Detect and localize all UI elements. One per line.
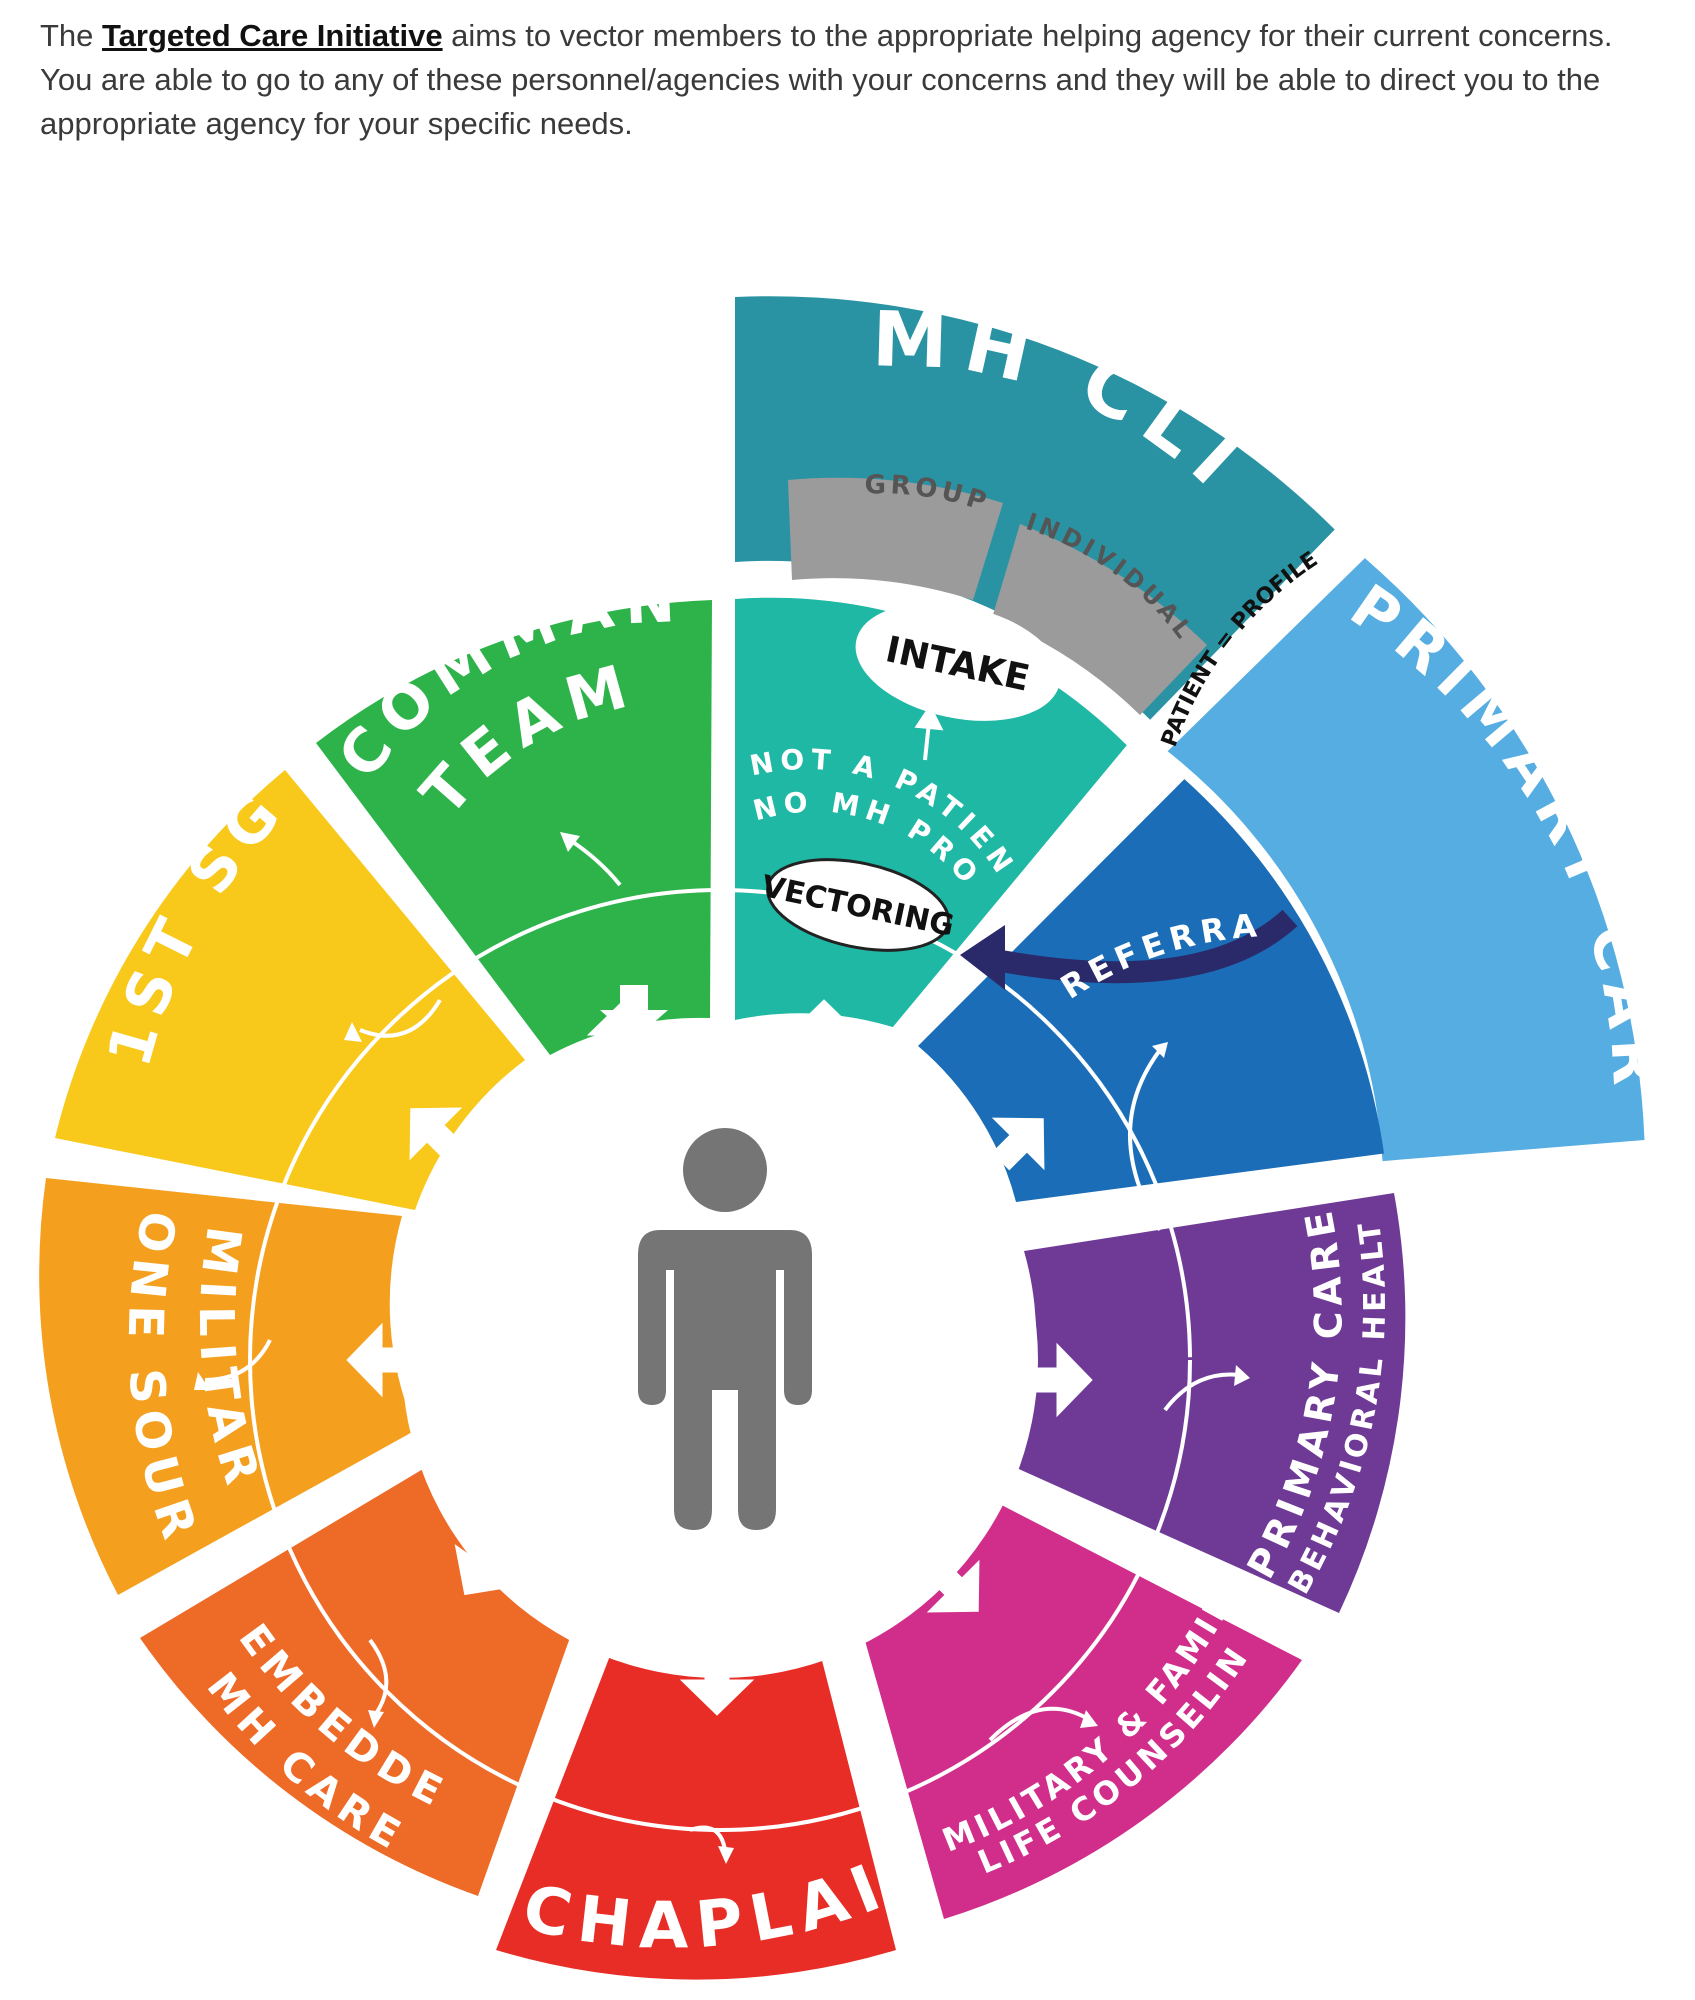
segment-primary-care-behavioral-health bbox=[1010, 1193, 1406, 1613]
referral-arrow bbox=[982, 909, 1298, 984]
segment-chaplain bbox=[496, 1630, 896, 1980]
segment-primary-care-inner bbox=[918, 779, 1384, 1202]
intro-rest: aims to vector members to the appropriat… bbox=[40, 18, 1613, 141]
segment-1st-sgt bbox=[55, 770, 525, 1210]
intake-bubble bbox=[855, 603, 1061, 721]
intro-keyword: Targeted Care Initiative bbox=[102, 18, 443, 53]
individual-box bbox=[992, 524, 1207, 715]
vectoring-bubble bbox=[766, 858, 950, 952]
intro-prefix: The bbox=[40, 18, 103, 53]
segment-command-team bbox=[316, 600, 712, 1055]
intake-arrow bbox=[914, 704, 944, 761]
branch-arrowheads bbox=[194, 832, 1250, 1864]
referral-arrowhead bbox=[960, 925, 1005, 990]
segment-military-one-source bbox=[39, 1178, 417, 1595]
person-icon bbox=[638, 1128, 812, 1530]
connector-ring bbox=[248, 888, 1192, 1832]
segment-mh-clinic-outer bbox=[735, 296, 1335, 720]
segment-primary-care-outer bbox=[1167, 558, 1645, 1162]
outward-arrows bbox=[346, 999, 1093, 1716]
branch-arrows bbox=[204, 838, 1241, 1851]
intro-paragraph: The Targeted Care Initiative aims to vec… bbox=[40, 14, 1660, 146]
group-box bbox=[788, 477, 1003, 600]
